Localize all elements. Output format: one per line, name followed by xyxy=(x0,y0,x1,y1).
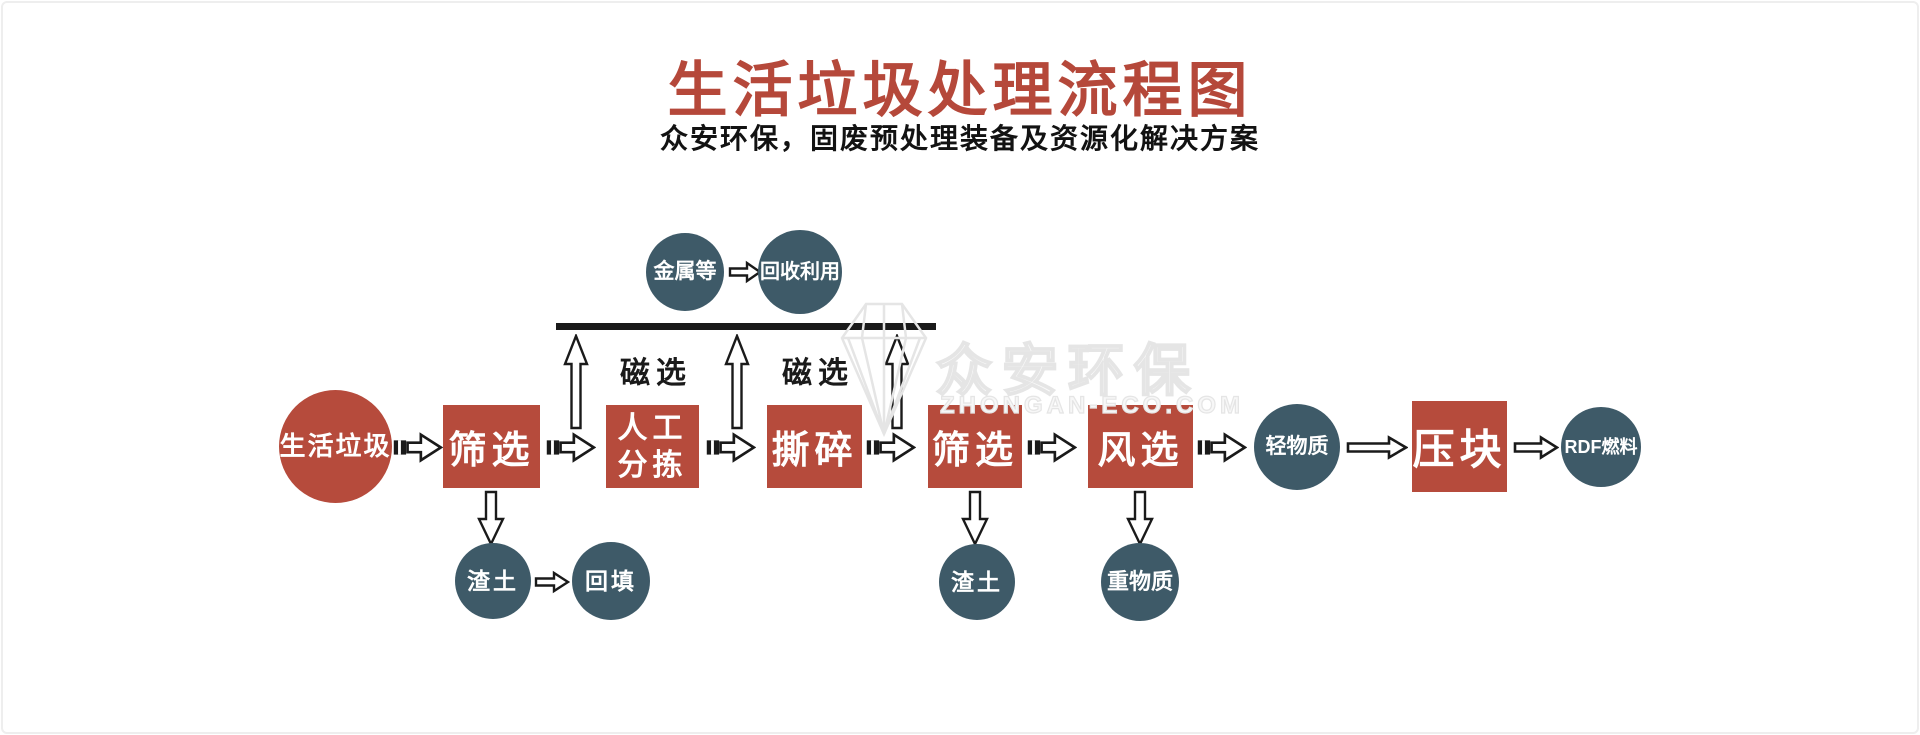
arrow-metal-to-recycle xyxy=(728,259,762,285)
node-slag-2-label: 渣土 xyxy=(951,568,1003,595)
flow-arrow-5 xyxy=(1027,428,1077,466)
page-subtitle: 众安环保，固废预处理装备及资源化解决方案 xyxy=(659,124,1260,155)
up-arrow-icon xyxy=(724,334,750,430)
node-manual-sorting-line1: 人工 xyxy=(617,411,688,445)
node-manual-sorting: 人工 分拣 xyxy=(606,405,699,488)
striped-arrow-icon xyxy=(1197,432,1247,463)
node-light-material-label: 轻物质 xyxy=(1265,434,1329,458)
right-arrow-icon xyxy=(1513,435,1559,460)
arrow-down-screening-1 xyxy=(477,490,505,546)
node-screening-2: 筛选 xyxy=(928,405,1022,488)
node-household-waste-label: 生活垃圾 xyxy=(279,430,392,461)
right-arrow-icon xyxy=(534,570,570,594)
node-slag-1-label: 渣土 xyxy=(467,567,519,594)
arrow-up-magnetic-2 xyxy=(724,334,750,430)
flow-arrow-2 xyxy=(546,428,596,466)
up-arrow-icon xyxy=(884,334,910,430)
magnetic-label-2: 磁选 xyxy=(782,357,854,390)
node-recycle: 回收利用 xyxy=(758,230,842,314)
arrow-up-magnetic-1 xyxy=(563,334,589,430)
node-metal-label: 金属等 xyxy=(653,259,717,283)
striped-arrow-icon xyxy=(546,432,596,463)
node-rdf-fuel-label: RDF燃料 xyxy=(1564,436,1638,457)
striped-arrow-icon xyxy=(706,432,756,463)
flow-arrow-1 xyxy=(393,428,443,466)
node-manual-sorting-line2: 分拣 xyxy=(617,448,688,482)
arrow-slag-to-backfill xyxy=(534,569,570,595)
node-press-block-label: 压块 xyxy=(1412,426,1507,473)
flow-arrow-8 xyxy=(1513,433,1559,462)
down-arrow-icon xyxy=(477,490,505,546)
node-screening-1-label: 筛选 xyxy=(448,430,535,472)
watermark-brand: 众安环保 xyxy=(935,338,1200,403)
node-slag-2: 渣土 xyxy=(939,544,1015,620)
node-slag-1: 渣土 xyxy=(455,543,531,619)
down-arrow-icon xyxy=(961,490,989,546)
flow-arrow-7 xyxy=(1346,433,1408,462)
striped-arrow-icon xyxy=(866,432,916,463)
node-metal: 金属等 xyxy=(646,233,724,311)
right-arrow-icon xyxy=(1346,435,1408,460)
node-shredding: 撕碎 xyxy=(767,405,862,488)
node-screening-1: 筛选 xyxy=(443,405,540,488)
node-recycle-label: 回收利用 xyxy=(760,260,840,283)
node-press-block: 压块 xyxy=(1412,401,1507,492)
striped-arrow-icon xyxy=(1027,432,1077,463)
magnetic-label-1: 磁选 xyxy=(620,357,692,390)
up-arrow-icon xyxy=(563,334,589,430)
node-air-separation: 风选 xyxy=(1088,405,1193,488)
node-light-material: 轻物质 xyxy=(1254,404,1340,490)
node-heavy-material-label: 重物质 xyxy=(1106,569,1173,595)
node-rdf-fuel: RDF燃料 xyxy=(1561,407,1641,487)
node-backfill: 回填 xyxy=(572,542,650,620)
node-backfill-label: 回填 xyxy=(585,567,637,594)
node-shredding-label: 撕碎 xyxy=(771,430,858,472)
arrow-down-air-separation xyxy=(1126,490,1154,546)
striped-arrow-icon xyxy=(393,432,443,463)
node-screening-2-label: 筛选 xyxy=(931,430,1018,472)
right-arrow-icon xyxy=(728,260,762,284)
flow-arrow-4 xyxy=(866,428,916,466)
arrow-up-magnetic-3 xyxy=(884,334,910,430)
arrow-down-screening-2 xyxy=(961,490,989,546)
node-heavy-material: 重物质 xyxy=(1101,543,1179,621)
down-arrow-icon xyxy=(1126,490,1154,546)
separator-line xyxy=(556,323,936,330)
flow-arrow-3 xyxy=(706,428,756,466)
page-title: 生活垃圾处理流程图 xyxy=(667,57,1253,124)
flow-arrow-6 xyxy=(1197,428,1247,466)
node-household-waste: 生活垃圾 xyxy=(279,390,392,503)
node-air-separation-label: 风选 xyxy=(1097,430,1184,472)
